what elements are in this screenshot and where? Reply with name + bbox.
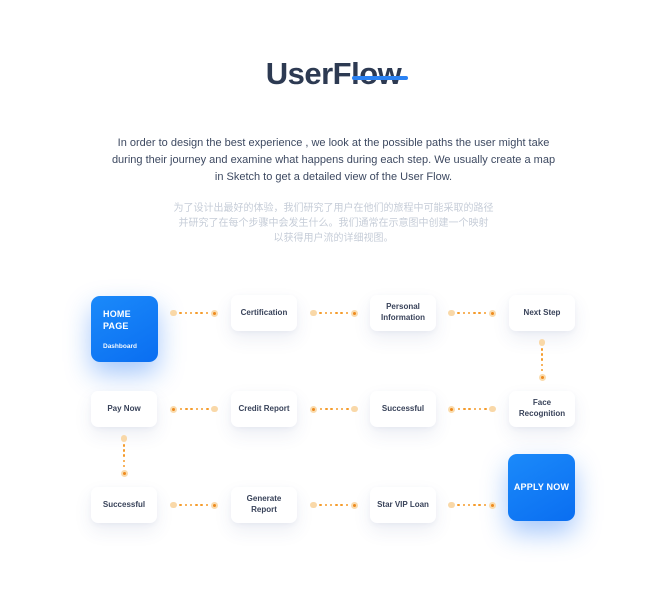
intro-paragraph-en: In order to design the best experience ,… [0,135,667,186]
intro-en-line: during their journey and examine what ha… [111,154,556,166]
title-plain-text: UserFl [265,56,360,91]
flow-node-label: Star VIP Loan [377,499,429,509]
flow-node-certification[interactable]: Certification [231,295,297,331]
intro-en-line: In order to design the best experience ,… [117,137,550,149]
connector-star-vip-to-apply-now-icon [448,501,496,509]
flow-node-label: APPLY NOW [513,482,570,493]
flow-node-face-recognition[interactable]: Face Recognition [509,391,575,427]
intro-zh-line: 以获得用户流的详细视图。 [273,233,394,244]
intro-en-line: in Sketch to get a detailed view of the … [214,171,453,183]
connector-home-to-certification-icon [170,309,218,317]
flow-node-pay-now[interactable]: Pay Now [91,391,157,427]
connector-pay-now-to-successful-icon [120,435,128,477]
intro-zh-line: 并研究了在每个步骤中会发生什么。我们通常在示意图中创建一个映射 [178,218,489,229]
connector-certification-to-personal-icon [310,309,358,317]
flow-node-label: Successful [381,403,425,413]
page-header: UserFlow [0,56,667,92]
connector-next-step-to-face-recognition-icon [538,339,546,381]
flow-node-label: HOME PAGE [103,309,131,332]
flow-node-star-vip-loan[interactable]: Star VIP Loan [370,487,436,523]
flow-node-label: Next Step [523,307,561,317]
flow-node-label: Generate Report [246,494,282,514]
flow-node-label: Successful [102,499,146,509]
connector-successful-to-generate-report-icon [170,501,218,509]
connector-personal-to-next-step-icon [448,309,496,317]
title-strikethrough-line [352,76,409,81]
flow-node-label: Face Recognition [518,398,566,418]
connector-generate-report-to-star-vip-icon [310,501,358,509]
flow-node-sublabel: Dashboard [103,343,137,351]
flow-node-label: Pay Now [107,403,141,413]
page-title: UserFlow [265,56,409,92]
flow-node-successful[interactable]: Successful [370,391,436,427]
intro-zh-line: 为了设计出最好的体验，我们研究了用户在他们的旅程中可能采取的路径 [173,203,494,214]
flow-node-generate-report[interactable]: Generate Report [231,487,297,523]
flow-node-credit-report[interactable]: Credit Report [231,391,297,427]
flow-node-next-step[interactable]: Next Step [509,295,575,331]
intro-paragraph-zh: 为了设计出最好的体验，我们研究了用户在他们的旅程中可能采取的路径 并研究了在每个… [0,201,667,246]
flow-node-label: Certification [240,307,288,317]
flow-node-personal-information[interactable]: Personal Information [370,295,436,331]
title-struck-text: ow [352,56,409,92]
connector-face-recognition-to-successful-icon [448,405,496,413]
flow-node-label: Credit Report [238,403,290,413]
flow-node-label: Personal Information [381,302,425,322]
flow-node-apply-now[interactable]: APPLY NOW [508,454,575,521]
flow-node-home-page[interactable]: HOME PAGE Dashboard [91,296,158,362]
connector-credit-report-to-pay-now-icon [170,405,218,413]
connector-successful-to-credit-report-icon [310,405,358,413]
flow-node-successful-2[interactable]: Successful [91,487,157,523]
